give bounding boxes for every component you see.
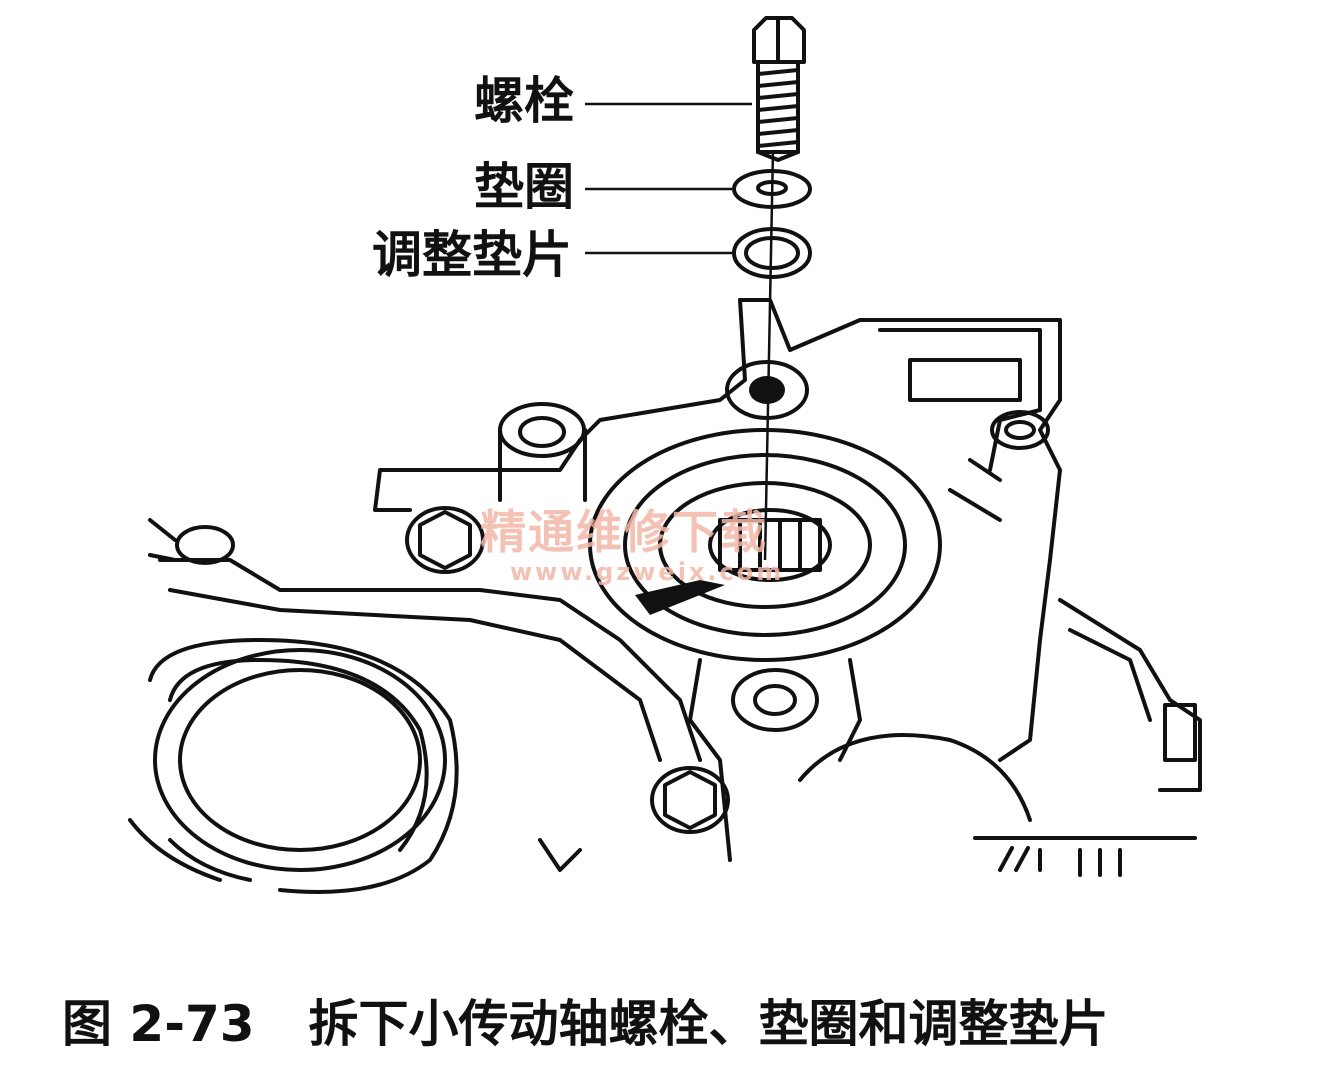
shim-part: [732, 227, 812, 279]
washer-part: [732, 169, 812, 209]
housing-body: [128, 298, 1202, 894]
label-bolt: 螺栓: [474, 72, 574, 130]
bolt-part: [752, 16, 806, 162]
figure-caption: 图 2-73 拆下小传动轴螺栓、垫圈和调整垫片: [62, 984, 1109, 1056]
assembly-axis: [763, 149, 775, 561]
leader-lines: [585, 102, 752, 255]
watermark-name: 精通维修下载: [480, 505, 768, 559]
label-washer: 垫圈: [474, 158, 574, 216]
figure-number: 图 2-73: [62, 995, 255, 1053]
label-shim: 调整垫片: [372, 226, 572, 284]
watermark: 精通维修下载 www.gzweix.com: [480, 496, 784, 586]
watermark-url: www.gzweix.com: [510, 558, 785, 586]
figure-caption-text: 拆下小传动轴螺栓、垫圈和调整垫片: [308, 995, 1109, 1053]
